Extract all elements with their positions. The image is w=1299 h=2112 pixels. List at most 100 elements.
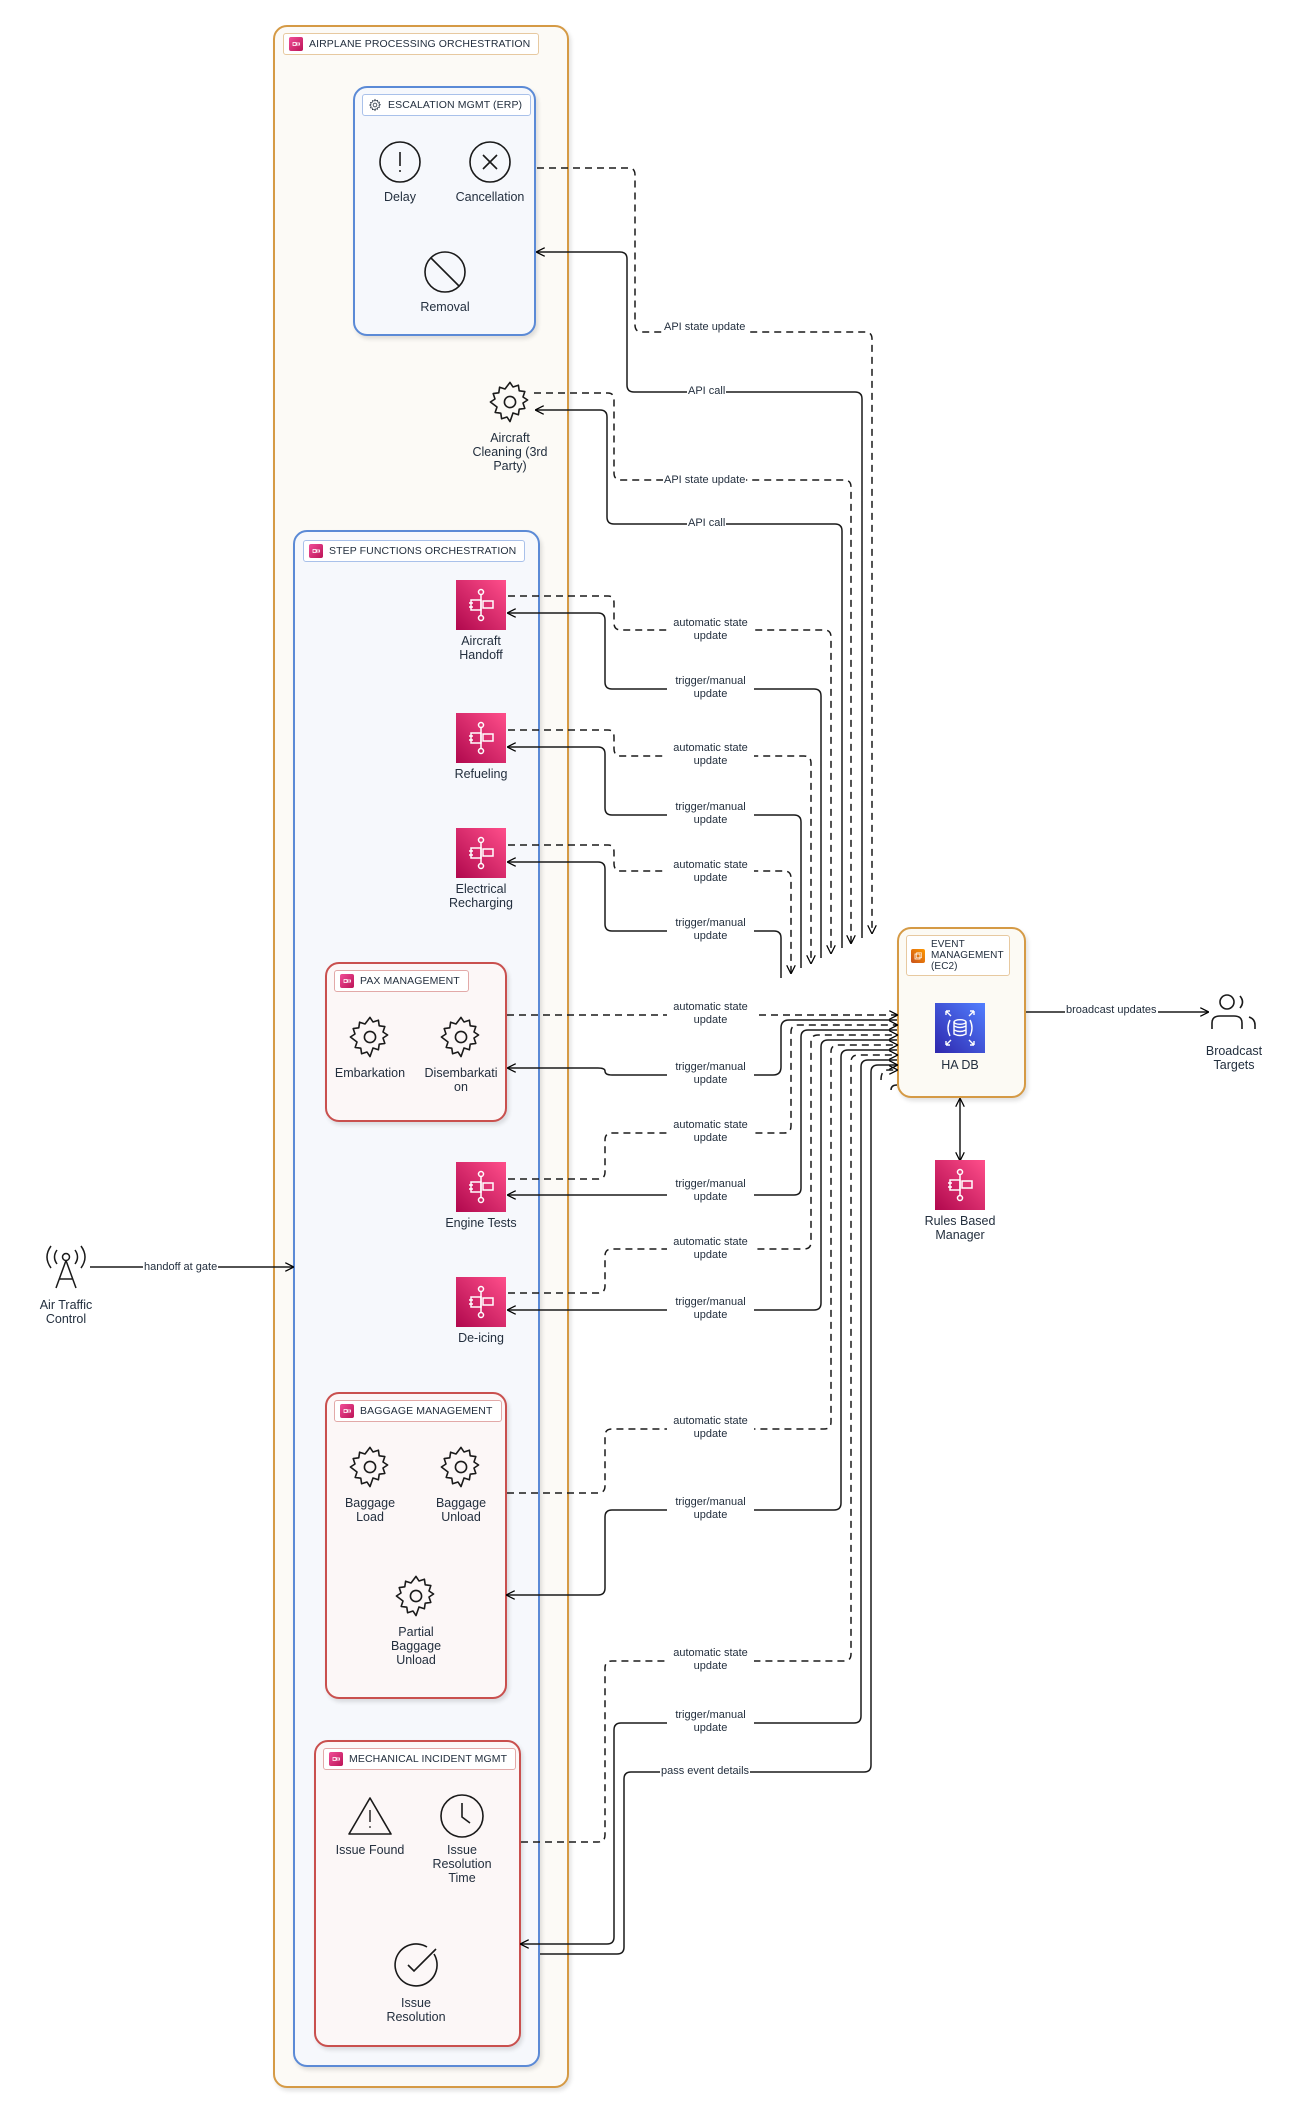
issue-resolution-time-node[interactable] xyxy=(439,1793,485,1844)
pax-management-header: PAX MANAGEMENT xyxy=(334,970,469,992)
alert-circle-icon xyxy=(379,141,421,183)
step-functions-badge-icon xyxy=(289,37,303,51)
gear-icon xyxy=(349,1446,389,1488)
issue-found-node[interactable] xyxy=(346,1795,394,1842)
edge-stub xyxy=(890,1084,898,1091)
issue-resolution-node[interactable] xyxy=(393,1942,439,1993)
edge-stub xyxy=(880,1070,897,1081)
removal-label: Removal xyxy=(420,300,470,314)
baggage-management-title: BAGGAGE MANAGEMENT xyxy=(360,1405,493,1417)
ec2-icon xyxy=(911,948,925,963)
edge-engine-auto xyxy=(508,1025,897,1180)
gear-icon xyxy=(440,1446,480,1488)
edge-label: automatic state update xyxy=(667,1119,754,1145)
air-traffic-control-node[interactable] xyxy=(42,1244,90,1297)
escalation-title: ESCALATION MGMT (ERP) xyxy=(388,99,523,111)
aircraft-cleaning-node[interactable] xyxy=(486,378,534,431)
edge-label: automatic state update xyxy=(667,1001,754,1027)
edge-label: automatic state update xyxy=(667,742,754,768)
gear-icon xyxy=(489,381,529,423)
broadcast-targets-label: Broadcast Targets xyxy=(1205,1044,1263,1072)
edge-label: trigger/manual update xyxy=(667,1709,754,1735)
baggage-load-label: Baggage Load xyxy=(344,1496,396,1524)
edge-electrical-trigger xyxy=(508,862,782,978)
rules-based-manager-node[interactable] xyxy=(935,1160,985,1210)
edge-label: API state update xyxy=(663,321,747,334)
pax-management-group: PAX MANAGEMENT xyxy=(325,962,507,1122)
clock-icon xyxy=(440,1794,484,1838)
removal-node[interactable] xyxy=(423,250,467,299)
step-functions-badge-icon xyxy=(309,544,323,558)
issue-found-label: Issue Found xyxy=(335,1843,405,1857)
partial-baggage-unload-node[interactable] xyxy=(392,1572,440,1625)
edge-deicing-trigger xyxy=(508,1039,897,1310)
users-icon xyxy=(1211,994,1256,1029)
step-functions-badge-icon xyxy=(340,1404,354,1418)
edge-label: handoff at gate xyxy=(143,1261,219,1274)
edge-label: trigger/manual update xyxy=(667,1296,754,1322)
step-functions-icon xyxy=(469,1170,494,1204)
radio-tower-icon xyxy=(46,1245,86,1289)
edge-label: broadcast updates xyxy=(1065,1004,1158,1017)
edge-label: automatic state update xyxy=(667,1236,754,1262)
broadcast-targets-node[interactable] xyxy=(1209,993,1259,1040)
electrical-recharging-node[interactable] xyxy=(456,828,506,878)
step-functions-header: STEP FUNCTIONS ORCHESTRATION xyxy=(303,540,526,562)
edge-handoff-trigger xyxy=(508,613,822,958)
rules-based-manager-label: Rules Based Manager xyxy=(924,1214,996,1242)
event-management-header: EVENT MANAGEMENT (EC2) xyxy=(906,935,1010,976)
engine-tests-label: Engine Tests xyxy=(445,1216,517,1230)
escalation-header: ESCALATION MGMT (ERP) xyxy=(362,94,532,116)
prohibited-icon xyxy=(424,251,466,293)
mechanical-incident-group: MECHANICAL INCIDENT MGMT xyxy=(314,1740,521,2047)
engine-tests-node[interactable] xyxy=(456,1162,506,1212)
edge-label: automatic state update xyxy=(667,859,754,885)
pax-management-title: PAX MANAGEMENT xyxy=(360,975,460,987)
de-icing-node[interactable] xyxy=(456,1277,506,1327)
gear-icon xyxy=(395,1575,435,1617)
edge-label: trigger/manual update xyxy=(667,1496,754,1522)
step-functions-icon xyxy=(469,1285,494,1319)
edge-label: automatic state update xyxy=(667,1647,754,1673)
edge-label: automatic state update xyxy=(667,1415,754,1441)
gear-icon xyxy=(368,98,382,112)
de-icing-label: De-icing xyxy=(458,1331,504,1345)
disembarkation-node[interactable] xyxy=(437,1013,485,1066)
issue-resolution-time-label: Issue Resolution Time xyxy=(432,1843,492,1885)
aircraft-handoff-node[interactable] xyxy=(456,580,506,630)
gear-icon xyxy=(440,1016,480,1058)
airplane-processing-title: AIRPLANE PROCESSING ORCHESTRATION xyxy=(309,38,531,50)
refueling-node[interactable] xyxy=(456,713,506,763)
edge-label: trigger/manual update xyxy=(667,917,754,943)
baggage-load-node[interactable] xyxy=(346,1443,394,1496)
cancellation-node[interactable] xyxy=(468,140,512,189)
embarkation-label: Embarkation xyxy=(334,1066,406,1080)
electrical-recharging-label: Electrical Recharging xyxy=(449,882,513,910)
baggage-management-group: BAGGAGE MANAGEMENT xyxy=(325,1392,507,1699)
air-traffic-control-label: Air Traffic Control xyxy=(39,1298,93,1326)
partial-baggage-unload-label: Partial Baggage Unload xyxy=(390,1625,442,1667)
edge-handoff-auto xyxy=(508,595,831,953)
airplane-processing-header: AIRPLANE PROCESSING ORCHESTRATION xyxy=(283,33,540,55)
edge-label: automatic state update xyxy=(667,617,754,643)
baggage-unload-label: Baggage Unload xyxy=(435,1496,487,1524)
event-management-title: EVENT MANAGEMENT (EC2) xyxy=(931,939,1004,972)
edge-engine-trigger xyxy=(508,1029,897,1195)
step-functions-title: STEP FUNCTIONS ORCHESTRATION xyxy=(329,545,517,557)
edge-refueling-trigger xyxy=(508,747,802,968)
aircraft-handoff-label: Aircraft Handoff xyxy=(459,634,503,662)
edge-label: trigger/manual update xyxy=(667,1061,754,1087)
issue-resolution-label: Issue Resolution xyxy=(386,1996,446,2024)
edge-mech-auto xyxy=(521,1055,897,1843)
baggage-management-header: BAGGAGE MANAGEMENT xyxy=(334,1400,502,1422)
edge-deicing-auto xyxy=(508,1035,897,1294)
x-circle-icon xyxy=(469,141,511,183)
edge-label: trigger/manual update xyxy=(667,675,754,701)
edge-escalation-api-call xyxy=(537,252,863,938)
baggage-unload-node[interactable] xyxy=(437,1443,485,1496)
edge-label: trigger/manual update xyxy=(667,801,754,827)
embarkation-node[interactable] xyxy=(346,1013,394,1066)
ha-db-node[interactable] xyxy=(935,1003,985,1053)
delay-node[interactable] xyxy=(378,140,422,189)
